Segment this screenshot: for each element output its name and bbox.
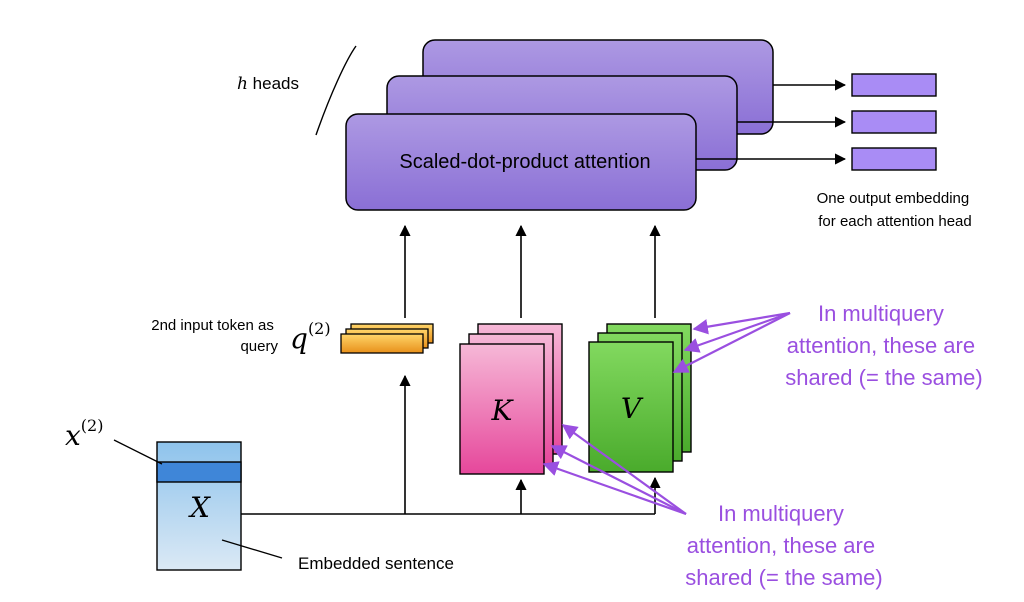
- key-matrix-stack: [459, 323, 563, 475]
- query-symbol: q(2): [290, 319, 331, 355]
- value-note-arrow-2: [683, 311, 791, 353]
- value-note-arrow-1: [692, 311, 791, 335]
- attention-head-front: [345, 113, 697, 211]
- output-embedding-2: [851, 110, 937, 134]
- embedded-caption: Embedded sentence: [298, 554, 454, 573]
- value-note-arrow-3: [672, 312, 791, 373]
- attention-box-label: Scaled-dot-product attention: [399, 151, 650, 173]
- embedded-pointer: [221, 539, 283, 559]
- output-embedding-3: [851, 147, 937, 171]
- key-note-arrow-3: [542, 461, 687, 516]
- value-label: V: [621, 392, 644, 425]
- input-row-pointer: [113, 439, 163, 465]
- input-row-symbol: x(2): [65, 416, 103, 452]
- input-row-highlight: [156, 461, 242, 483]
- key-shared-note: In multiquery attention, these are share…: [685, 501, 882, 590]
- heads-label: h heads: [237, 74, 299, 94]
- output-embedding-1: [851, 73, 937, 97]
- query-caption: 2nd input token as query: [151, 317, 278, 355]
- output-caption: One output embedding for each attention …: [817, 190, 974, 230]
- value-shared-note: In multiquery attention, these are share…: [785, 301, 982, 390]
- heads-bracket: [315, 45, 357, 136]
- value-matrix-stack: [588, 323, 692, 473]
- input-matrix-label: X: [188, 491, 211, 524]
- key-note-arrow-2: [550, 445, 687, 515]
- query-vector-stack: [340, 323, 434, 354]
- key-label: K: [491, 394, 515, 427]
- key-note-arrow-1: [561, 424, 687, 515]
